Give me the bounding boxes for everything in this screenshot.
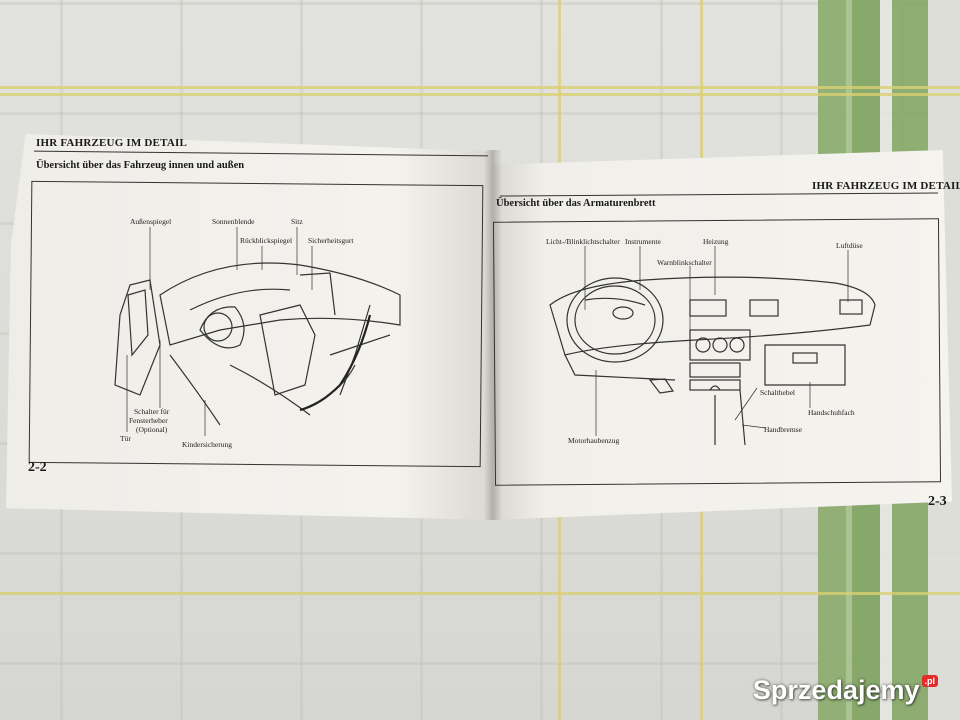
label-kindersicherung: Kindersicherung xyxy=(182,440,232,449)
label-instrumente: Instrumente xyxy=(625,237,661,246)
label-rueckblickspiegel: Rückblickspiegel xyxy=(240,236,293,245)
book-gutter xyxy=(484,150,502,520)
label-aussenspiegel: Außenspiegel xyxy=(130,217,172,226)
left-page-number: 2-2 xyxy=(28,460,47,475)
right-leader-lines xyxy=(584,246,849,436)
yellow-thread-h xyxy=(0,86,960,89)
left-leader-lines xyxy=(126,227,313,436)
label-sonnenblende: Sonnenblende xyxy=(212,217,255,226)
watermark-suffix: .pl xyxy=(921,675,938,687)
right-section-title: Übersicht über das Armaturenbrett xyxy=(496,198,656,209)
right-running-header: IHR FAHRZEUG IM DETAIL xyxy=(812,180,960,192)
left-page xyxy=(6,133,494,520)
label-fensterheber-line3: (Optional) xyxy=(136,425,168,434)
dashboard-illustration xyxy=(549,276,876,446)
label-sicherheitsgurt: Sicherheitsgurt xyxy=(308,236,354,245)
right-page-number: 2-3 xyxy=(928,494,947,509)
watermark-logo: Sprzedajemy.pl xyxy=(753,675,938,706)
label-handschuhfach: Handschuhfach xyxy=(808,408,855,417)
left-section-title: Übersicht über das Fahrzeug innen und au… xyxy=(36,160,245,171)
left-running-header: IHR FAHRZEUG IM DETAIL xyxy=(36,137,187,149)
watermark-text: Sprzedajemy xyxy=(752,675,920,705)
label-handbremse: Handbremse xyxy=(764,425,802,434)
label-heizung: Heizung xyxy=(703,237,729,246)
label-luftduese: Luftdüse xyxy=(836,241,863,250)
label-fensterheber-line2: Fensterheber xyxy=(129,416,168,425)
label-warnblinkschalter: Warnblinkschalter xyxy=(657,258,712,267)
yellow-thread-h xyxy=(0,93,960,96)
right-page xyxy=(490,150,952,520)
label-fensterheber-line1: Schalter für xyxy=(134,407,170,416)
label-licht-blinklichtschalter: Licht-/Blinklichtschalter xyxy=(546,237,620,246)
car-interior-illustration xyxy=(114,262,401,426)
yellow-thread-h xyxy=(0,592,960,595)
label-tuer: Tür xyxy=(120,434,131,443)
label-schalthebel: Schalthebel xyxy=(760,388,795,397)
label-motorhaubenzug: Motorhaubenzug xyxy=(568,436,620,445)
label-sitz: Sitz xyxy=(291,217,303,226)
